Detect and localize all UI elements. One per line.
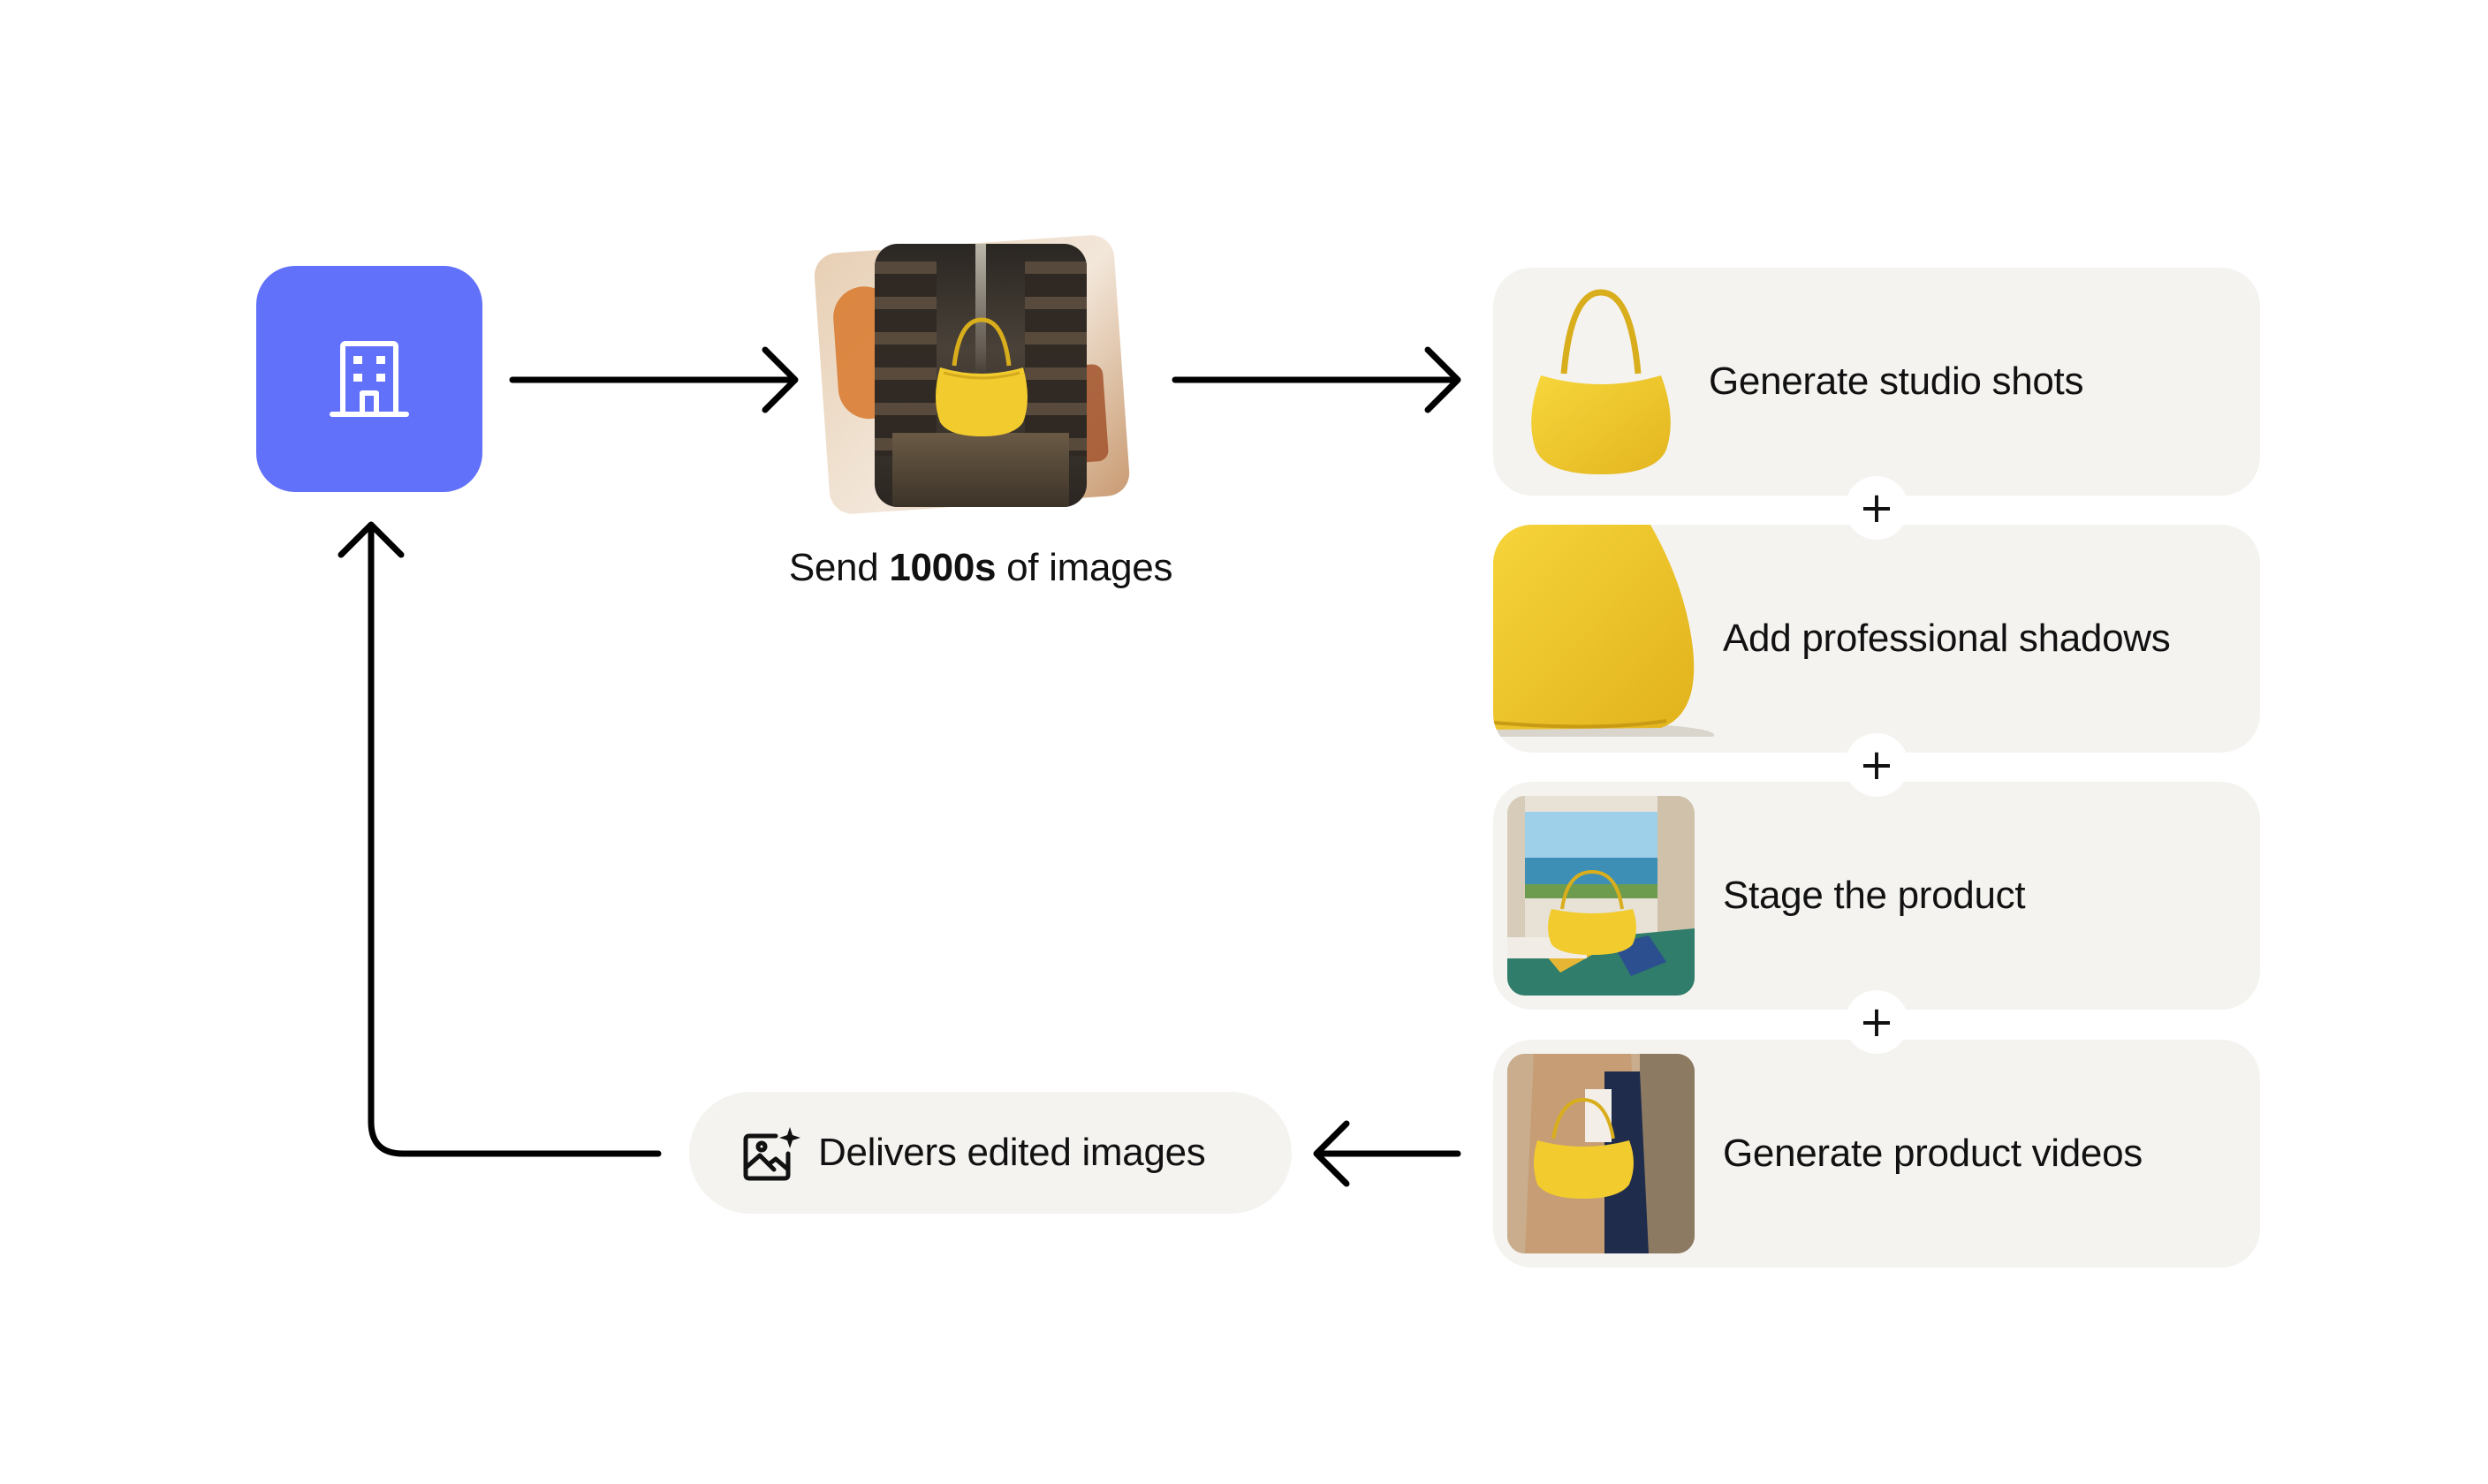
warehouse-handbag-photo xyxy=(875,244,1087,507)
step-card-studio-shots: Generate studio shots xyxy=(1493,268,2260,496)
step-label: Stage the product xyxy=(1723,874,2026,917)
step-label: Generate studio shots xyxy=(1709,360,2084,403)
caption-suffix: of images xyxy=(996,546,1173,589)
staged-handbag-thumbnail xyxy=(1507,796,1695,996)
model-handbag-thumbnail xyxy=(1507,1054,1695,1253)
deliver-label: Delivers edited images xyxy=(818,1131,1206,1174)
company-node xyxy=(256,266,482,492)
arrow-images-to-steps xyxy=(1172,346,1461,413)
plus-joiner: + xyxy=(1845,733,1908,797)
arrow-deliver-to-company xyxy=(338,521,662,1157)
plus-joiner: + xyxy=(1845,990,1908,1054)
studio-handbag-thumbnail xyxy=(1531,289,1671,474)
caption-bold: 1000s xyxy=(889,546,997,589)
arrow-company-to-images xyxy=(509,346,799,413)
building-icon xyxy=(330,341,409,417)
handbag-image xyxy=(936,317,1028,436)
step-label: Generate product videos xyxy=(1723,1132,2143,1175)
upload-caption: Send 1000s of images xyxy=(760,546,1202,590)
uploaded-image-stack xyxy=(813,233,1140,516)
step-card-product-videos: Generate product videos xyxy=(1493,1040,2260,1268)
shadow-handbag-thumbnail xyxy=(1493,525,1714,737)
caption-prefix: Send xyxy=(788,546,890,589)
step-card-shadows: Add professional shadows xyxy=(1493,525,2260,753)
step-card-stage-product: Stage the product xyxy=(1493,782,2260,1010)
arrow-steps-to-deliver xyxy=(1313,1120,1461,1187)
step-label: Add professional shadows xyxy=(1723,617,2171,660)
deliver-node: Delivers edited images xyxy=(689,1092,1292,1214)
image-sparkle-icon xyxy=(743,1127,800,1181)
plus-joiner: + xyxy=(1845,476,1908,540)
